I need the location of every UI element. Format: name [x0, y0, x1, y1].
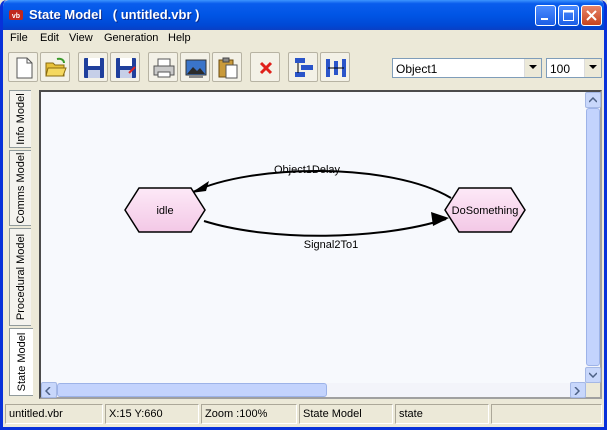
print-button[interactable] — [148, 52, 178, 82]
tab-procedural-model[interactable]: Procedural Model — [9, 228, 31, 326]
image-button[interactable] — [180, 52, 210, 82]
tab-state-model[interactable]: State Model — [9, 328, 33, 396]
menu-edit[interactable]: Edit — [40, 32, 59, 44]
open-folder-icon — [45, 57, 67, 77]
status-empty-panel — [491, 404, 602, 424]
scroll-up-button[interactable] — [585, 92, 601, 108]
minimize-button[interactable] — [535, 5, 556, 26]
image-icon — [185, 59, 207, 78]
status-zoom: Zoom :100% — [205, 408, 268, 420]
tab-info-model[interactable]: Info Model — [9, 90, 31, 148]
scrollbar-corner — [586, 383, 600, 397]
title-bar[interactable]: vb State Model ( untitled.vbr ) — [3, 0, 604, 30]
status-file: untitled.vbr — [9, 408, 63, 420]
state-node-dosomething[interactable] — [444, 187, 526, 233]
tab-label: State Model — [15, 332, 28, 392]
menu-generation[interactable]: Generation — [104, 32, 159, 44]
object-select-dropdown-button[interactable] — [524, 59, 541, 77]
chevron-down-icon — [529, 65, 537, 69]
status-model: State Model — [303, 408, 362, 420]
maximize-button[interactable] — [558, 5, 579, 26]
new-button[interactable] — [8, 52, 38, 82]
zoom-select-dropdown-button[interactable] — [584, 59, 601, 77]
paste-button[interactable] — [212, 52, 242, 82]
transition-arrow-object1delay[interactable] — [192, 169, 452, 199]
close-button[interactable] — [581, 5, 602, 26]
transition-label-object1delay: Object1Delay — [274, 164, 341, 176]
tab-label: Comms Model — [14, 152, 27, 224]
layout-horizontal-button[interactable] — [320, 52, 350, 82]
arrowhead-icon — [191, 181, 209, 193]
status-model-panel: State Model — [299, 404, 393, 424]
app-logo-icon: vb — [9, 10, 23, 20]
horizontal-scroll-thumb[interactable] — [57, 383, 327, 397]
status-coords: X:15 Y:660 — [109, 408, 163, 420]
status-mode: state — [399, 408, 423, 420]
zoom-select-value: 100 — [550, 62, 571, 76]
scroll-left-button[interactable] — [41, 382, 57, 398]
arrowhead-icon — [431, 212, 449, 226]
status-coords-panel: X:15 Y:660 — [105, 404, 199, 424]
zoom-select[interactable]: 100 — [546, 58, 602, 78]
state-node-idle[interactable] — [124, 187, 206, 233]
delete-button[interactable] — [250, 52, 280, 82]
transition-label-signal2to1: Signal2To1 — [304, 239, 358, 251]
chevron-down-icon — [589, 65, 597, 69]
save-as-icon — [116, 58, 136, 78]
layout-vertical-icon — [295, 58, 313, 77]
maximize-icon — [563, 10, 574, 21]
state-diagram: idle DoSomething Object1Delay Signal2To1 — [124, 164, 526, 251]
vertical-scroll-thumb[interactable] — [586, 108, 600, 366]
minimize-icon — [541, 18, 548, 20]
save-button[interactable] — [78, 52, 108, 82]
status-zoom-panel: Zoom :100% — [201, 404, 297, 424]
svg-text:vb: vb — [12, 13, 20, 20]
clipboard-icon — [218, 57, 238, 79]
layout-vertical-button[interactable] — [288, 52, 318, 82]
print-icon — [153, 58, 175, 78]
state-label-idle: idle — [156, 205, 173, 217]
transition-arrow-signal2to1[interactable] — [203, 218, 447, 237]
menu-help[interactable]: Help — [168, 32, 191, 44]
status-mode-panel: state — [395, 404, 489, 424]
save-icon — [84, 58, 104, 78]
horizontal-scrollbar[interactable] — [41, 382, 586, 398]
menu-file[interactable]: File — [10, 32, 28, 44]
vertical-scrollbar[interactable] — [585, 92, 601, 383]
diagram-canvas[interactable]: idle DoSomething Object1Delay Signal2To1 — [39, 90, 602, 399]
tab-label: Procedural Model — [14, 233, 27, 321]
object-select-value: Object1 — [396, 62, 438, 76]
status-file-panel: untitled.vbr — [5, 404, 103, 424]
window-title: State Model ( untitled.vbr ) — [29, 7, 200, 22]
state-label-dosomething: DoSomething — [452, 205, 519, 217]
side-tab-strip: Info Model Comms Model Procedural Model … — [9, 90, 33, 400]
chevron-down-icon — [589, 372, 597, 378]
chevron-up-icon — [589, 97, 597, 103]
scroll-down-button[interactable] — [585, 367, 601, 383]
close-icon — [586, 10, 597, 21]
new-file-icon — [16, 57, 33, 79]
tab-comms-model[interactable]: Comms Model — [9, 150, 31, 226]
save-as-button[interactable] — [110, 52, 140, 82]
menu-bar: File Edit View Generation Help — [3, 30, 604, 48]
layout-horizontal-icon — [326, 59, 346, 77]
chevron-left-icon — [45, 387, 51, 395]
open-button[interactable] — [40, 52, 70, 82]
tab-label: Info Model — [14, 93, 27, 145]
chevron-right-icon — [574, 387, 580, 395]
delete-icon — [259, 61, 273, 75]
object-select[interactable]: Object1 — [392, 58, 542, 78]
toolbar: Object1 100 — [3, 50, 604, 86]
scroll-right-button[interactable] — [570, 382, 586, 398]
status-bar: untitled.vbr X:15 Y:660 Zoom :100% State… — [3, 402, 604, 427]
menu-view[interactable]: View — [69, 32, 93, 44]
